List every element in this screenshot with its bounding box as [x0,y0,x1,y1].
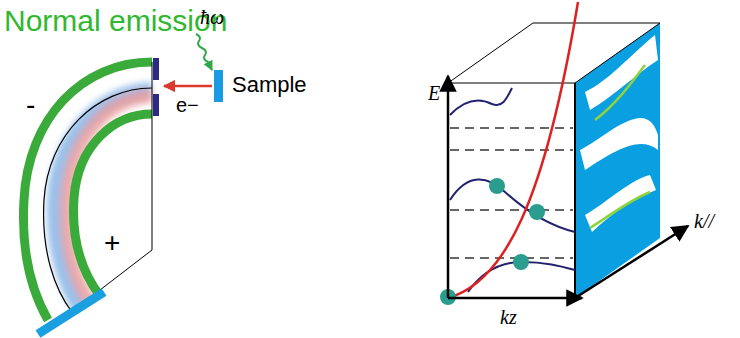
axis-label: k// [694,210,714,232]
electron-arrow [164,85,212,88]
sample [214,70,223,102]
electron-trajectories [55,90,152,308]
photon-arrow [196,34,212,70]
entrance-slit [153,58,159,80]
electron-label: e− [176,94,199,116]
sample-label: Sample [232,73,307,97]
inner-hemisphere [74,114,152,296]
axis-label: kz [500,306,517,328]
detector [38,292,104,334]
axis-label: E [428,82,440,104]
polarity-sign: + [104,228,120,259]
mean-path [44,88,152,312]
outer-hemisphere [24,62,152,320]
diagram-title: Normal emission [4,4,227,37]
band-box [440,2,688,305]
polarity-sign: - [26,90,35,121]
entrance-slit [153,94,159,116]
photon-energy: ħω [200,6,224,28]
